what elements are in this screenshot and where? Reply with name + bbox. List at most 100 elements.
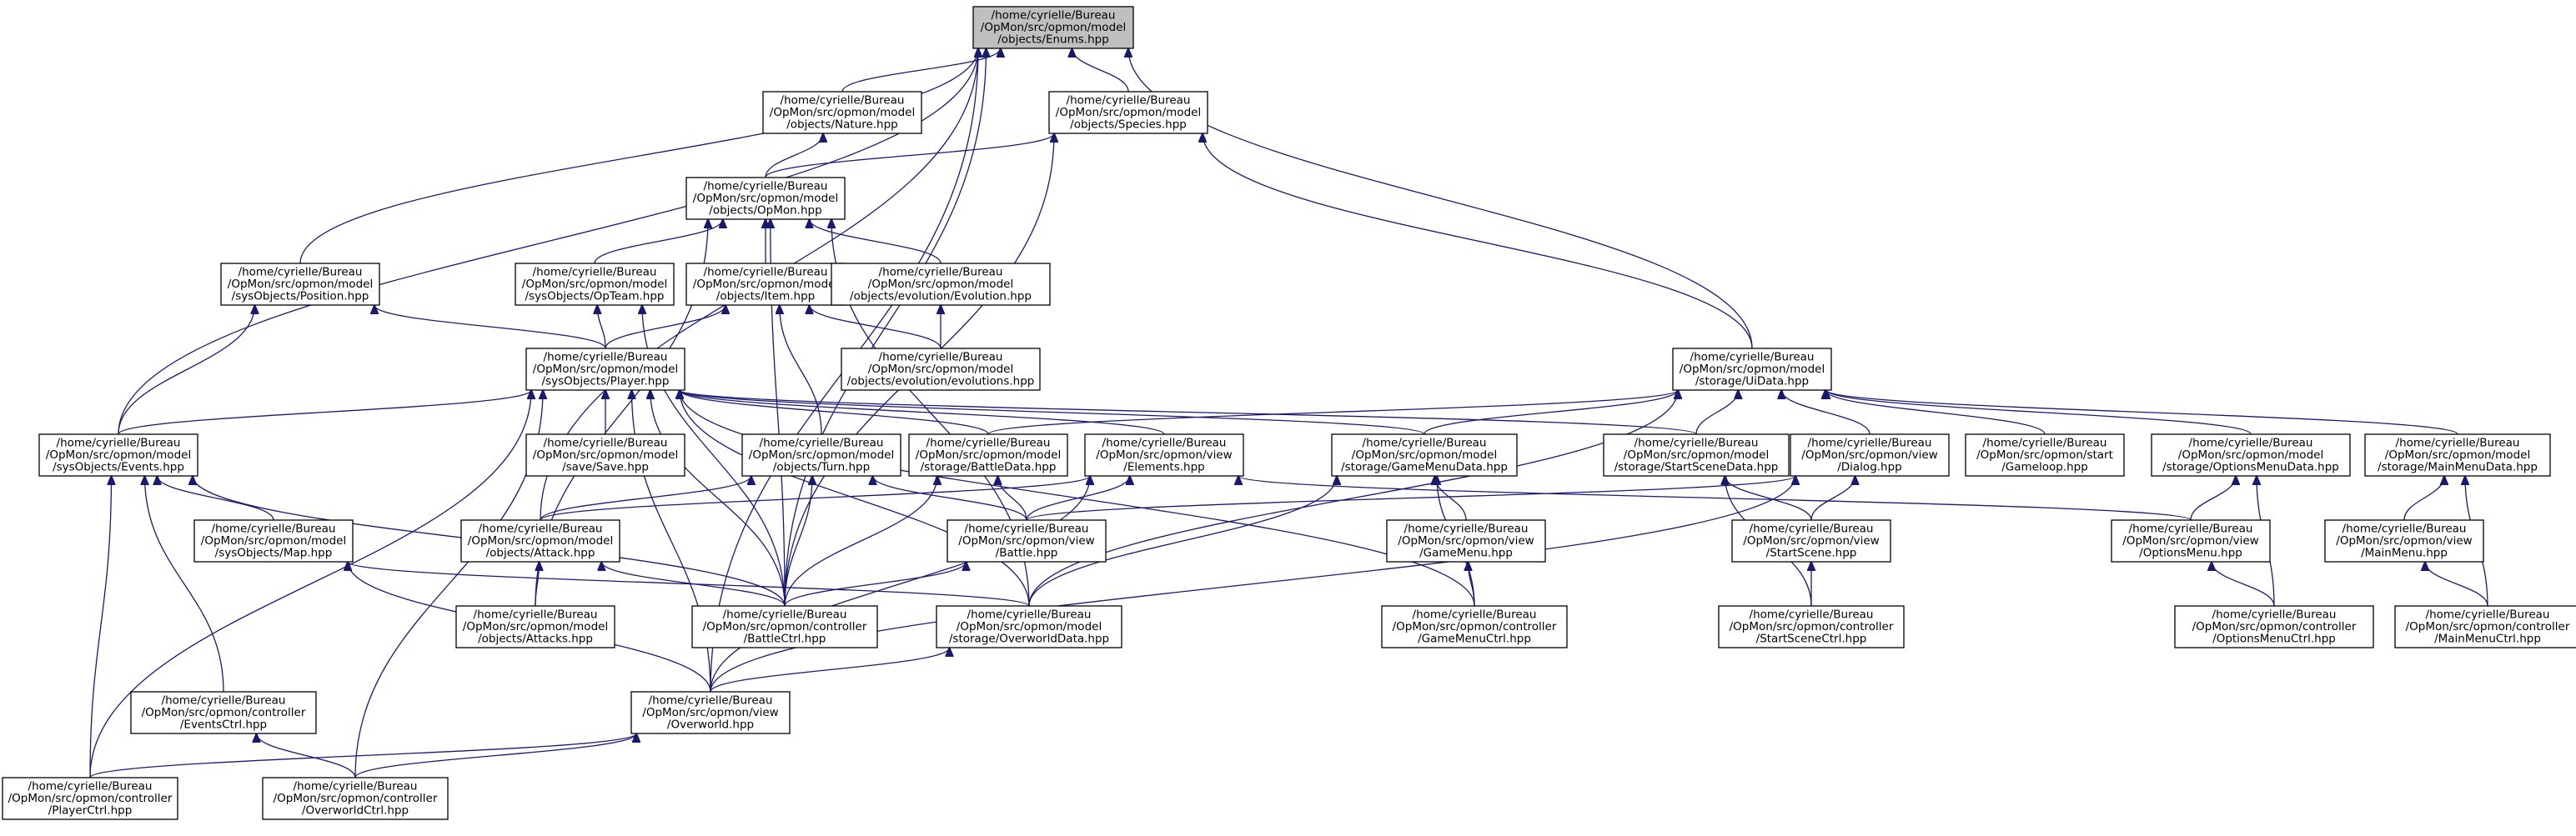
node-mainmenudata[interactable]: /home/cyrielle/Bureau/OpMon/src/opmon/mo…: [2364, 433, 2551, 477]
node-label-line: /OpMon/src/opmon/model: [693, 192, 838, 205]
edge-gamemenudata-to-uidata: [1424, 390, 1678, 435]
node-player[interactable]: /home/cyrielle/Bureau/OpMon/src/opmon/mo…: [525, 348, 685, 391]
node-label-line: /home/cyrielle/Bureau: [1634, 437, 1759, 450]
node-label-line: /MainMenu.hpp: [2361, 547, 2448, 560]
node-attacks[interactable]: /home/cyrielle/Bureau/OpMon/src/opmon/mo…: [455, 605, 615, 648]
node-map[interactable]: /home/cyrielle/Bureau/OpMon/src/opmon/mo…: [193, 519, 354, 563]
node-label-line: /home/cyrielle/Bureau: [2396, 437, 2520, 450]
node-overworlddata[interactable]: /home/cyrielle/Bureau/OpMon/src/opmon/mo…: [936, 605, 1122, 648]
node-overworldctrl[interactable]: /home/cyrielle/Bureau/OpMon/src/opmon/co…: [262, 777, 449, 820]
node-gameloop[interactable]: /home/cyrielle/Bureau/OpMon/src/opmon/st…: [1965, 433, 2125, 477]
edge-mainmenuctrl-to-mainmenu: [2425, 562, 2488, 607]
node-label-line: /Gameloop.hpp: [2001, 461, 2088, 474]
node-uidata[interactable]: /home/cyrielle/Bureau/OpMon/src/opmon/mo…: [1672, 348, 1832, 391]
edge-mainmenu-to-mainmenudata: [2403, 476, 2444, 521]
node-box: [1731, 519, 1891, 563]
node-box: [630, 691, 791, 734]
node-evolution[interactable]: /home/cyrielle/Bureau/OpMon/src/opmon/mo…: [831, 263, 1051, 306]
node-label-line: /Dialog.hpp: [1837, 461, 1902, 474]
node-box: [460, 519, 620, 563]
node-label-line: /OpMon/src/opmon/model: [2385, 448, 2530, 462]
edge-nature-to-enums: [841, 48, 1001, 93]
node-box: [1965, 433, 2125, 477]
edge-playerctrl-to-overworld: [89, 733, 636, 778]
edge-gamemenu-to-gamemenudata: [1435, 476, 1467, 521]
node-label-line: /home/cyrielle/Bureau: [723, 608, 847, 622]
node-startscenectrl[interactable]: /home/cyrielle/Bureau/OpMon/src/opmon/co…: [1718, 605, 1905, 648]
node-label-line: /objects/Species.hpp: [1070, 118, 1187, 132]
node-label-line: /home/cyrielle/Bureau: [1404, 523, 1529, 536]
node-box: [947, 519, 1107, 563]
node-mainmenuctrl[interactable]: /home/cyrielle/Bureau/OpMon/src/opmon/co…: [2394, 605, 2576, 648]
edge-optionsmenudata-to-uidata: [1826, 390, 2252, 435]
node-gamemenudata[interactable]: /home/cyrielle/Bureau/OpMon/src/opmon/mo…: [1331, 433, 1518, 477]
edge-events-to-position: [118, 305, 255, 435]
edge-evolution-to-opmon: [810, 219, 942, 264]
node-label-line: /OpMon/src/opmon/controller: [8, 792, 173, 805]
edge-overworlddata-to-uidata: [1028, 390, 1678, 607]
edge-gameloop-to-uidata: [1825, 390, 2046, 435]
node-item[interactable]: /home/cyrielle/Bureau/OpMon/src/opmon/mo…: [685, 263, 846, 306]
node-startscenedata[interactable]: /home/cyrielle/Bureau/OpMon/src/opmon/mo…: [1603, 433, 1790, 477]
node-startscene[interactable]: /home/cyrielle/Bureau/OpMon/src/opmon/vi…: [1731, 519, 1891, 563]
node-box: [2394, 605, 2576, 648]
node-battledata[interactable]: /home/cyrielle/Bureau/OpMon/src/opmon/mo…: [908, 433, 1068, 477]
node-species[interactable]: /home/cyrielle/Bureau/OpMon/src/opmon/mo…: [1048, 91, 1208, 134]
node-opmon[interactable]: /home/cyrielle/Bureau/OpMon/src/opmon/mo…: [685, 177, 846, 220]
node-label-line: /home/cyrielle/Bureau: [879, 351, 1003, 364]
edge-dialog-to-uidata: [1781, 390, 1870, 435]
node-elements[interactable]: /home/cyrielle/Bureau/OpMon/src/opmon/vi…: [1084, 433, 1244, 477]
node-position[interactable]: /home/cyrielle/Bureau/OpMon/src/opmon/mo…: [220, 263, 380, 306]
node-label-line: /OpMon/src/opmon/model: [463, 620, 608, 633]
node-label-line: /sysObjects/Map.hpp: [215, 547, 333, 560]
edge-battle-to-elements: [1026, 476, 1130, 521]
node-box: [1790, 433, 1950, 477]
node-label-line: /OpMon/src/opmon/start: [1976, 448, 2113, 462]
node-events[interactable]: /home/cyrielle/Bureau/OpMon/src/opmon/mo…: [38, 433, 198, 477]
node-box: [2174, 605, 2374, 648]
edge-startscenedata-to-uidata: [1695, 390, 1738, 435]
node-label-line: /sysObjects/Player.hpp: [542, 375, 670, 388]
node-label-line: /home/cyrielle/Bureau: [704, 180, 828, 193]
edge-overworld-to-elements: [710, 476, 1090, 693]
node-box: [936, 605, 1122, 648]
edge-playerctrl-to-player: [89, 390, 531, 778]
node-dialog[interactable]: /home/cyrielle/Bureau/OpMon/src/opmon/vi…: [1790, 433, 1950, 477]
node-overworld[interactable]: /home/cyrielle/Bureau/OpMon/src/opmon/vi…: [630, 691, 791, 734]
node-label-line: /OpMon/src/opmon/model: [228, 278, 373, 291]
node-nature[interactable]: /home/cyrielle/Bureau/OpMon/src/opmon/mo…: [762, 91, 922, 134]
edge-optionsmenuctrl-to-optionsmenu: [2212, 562, 2275, 607]
node-playerctrl[interactable]: /home/cyrielle/Bureau/OpMon/src/opmon/co…: [2, 777, 178, 820]
node-label-line: /OpMon/src/opmon/controller: [2192, 620, 2357, 633]
node-gamemenuctrl[interactable]: /home/cyrielle/Bureau/OpMon/src/opmon/co…: [1381, 605, 1568, 648]
node-label-line: /home/cyrielle/Bureau: [479, 523, 603, 536]
edge-overworld-to-overworlddata: [710, 648, 950, 693]
node-opteam[interactable]: /home/cyrielle/Bureau/OpMon/src/opmon/mo…: [515, 263, 675, 306]
node-battlectrl[interactable]: /home/cyrielle/Bureau/OpMon/src/opmon/co…: [691, 605, 878, 648]
node-box: [1672, 348, 1832, 391]
node-label-line: /OpMon/src/opmon/view: [1743, 534, 1879, 548]
node-evolutions[interactable]: /home/cyrielle/Bureau/OpMon/src/opmon/mo…: [841, 348, 1041, 391]
node-optionsmenudata[interactable]: /home/cyrielle/Bureau/OpMon/src/opmon/mo…: [2151, 433, 2351, 477]
node-attack[interactable]: /home/cyrielle/Bureau/OpMon/src/opmon/mo…: [460, 519, 620, 563]
node-label-line: /OpMon/src/opmon/model: [468, 534, 613, 548]
node-label-line: /OpMon/src/opmon/controller: [274, 792, 438, 805]
edge-battlectrl-to-battle: [784, 562, 967, 607]
node-gamemenu[interactable]: /home/cyrielle/Bureau/OpMon/src/opmon/vi…: [1386, 519, 1546, 563]
node-label-line: /EventsCtrl.hpp: [180, 718, 267, 732]
node-label-line: /home/cyrielle/Bureau: [967, 608, 1092, 622]
node-save[interactable]: /home/cyrielle/Bureau/OpMon/src/opmon/mo…: [525, 433, 685, 477]
node-turn[interactable]: /home/cyrielle/Bureau/OpMon/src/opmon/mo…: [741, 433, 901, 477]
node-box: [130, 691, 317, 734]
node-mainmenu[interactable]: /home/cyrielle/Bureau/OpMon/src/opmon/vi…: [2324, 519, 2484, 563]
node-label-line: /home/cyrielle/Bureau: [1102, 437, 1227, 450]
node-enums[interactable]: /home/cyrielle/Bureau/OpMon/src/opmon/mo…: [972, 6, 1134, 49]
node-label-line: /home/cyrielle/Bureau: [2343, 523, 2467, 536]
node-label-line: /objects/Item.hpp: [716, 290, 815, 303]
node-optionsmenuctrl[interactable]: /home/cyrielle/Bureau/OpMon/src/opmon/co…: [2174, 605, 2374, 648]
node-eventsctrl[interactable]: /home/cyrielle/Bureau/OpMon/src/opmon/co…: [130, 691, 317, 734]
edge-opmon-to-species: [765, 133, 1054, 178]
node-label-line: /objects/Turn.hpp: [773, 461, 870, 474]
node-optionsmenu[interactable]: /home/cyrielle/Bureau/OpMon/src/opmon/vi…: [2111, 519, 2271, 563]
node-battle[interactable]: /home/cyrielle/Bureau/OpMon/src/opmon/vi…: [947, 519, 1107, 563]
